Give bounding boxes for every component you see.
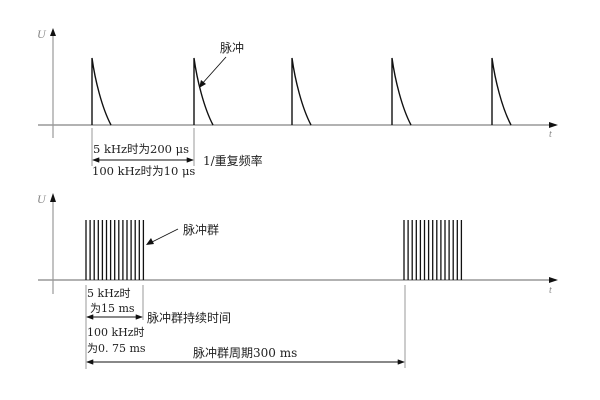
- duration-label-100khz-line1: 100 kHz时: [87, 326, 145, 339]
- duration-label-5khz-line2: 为15 ms: [90, 302, 135, 315]
- interval-name-label: 1/重复频率: [203, 154, 263, 168]
- bottom-diagram: [38, 193, 558, 369]
- top-x-axis-label: t: [549, 129, 552, 140]
- pulse-train: [91, 57, 512, 126]
- duration-name-label: 脉冲群持续时间: [147, 311, 232, 325]
- pulse-label: 脉冲: [220, 41, 245, 55]
- interval-label-5khz: 5 kHz时为200 μs: [93, 142, 190, 156]
- burst: [403, 220, 463, 280]
- pulse-leader-arrow-icon: [199, 80, 206, 88]
- burst-leader-line: [151, 228, 179, 243]
- top-diagram: [38, 28, 558, 166]
- duration-label-5khz-line1: 5 kHz时: [87, 287, 131, 300]
- bottom-x-axis-arrow-icon: [549, 277, 558, 283]
- burst-label: 脉冲群: [183, 223, 220, 237]
- top-y-axis-arrow-icon: [50, 28, 56, 36]
- top-x-axis-arrow-icon: [549, 122, 558, 128]
- pulse: [91, 57, 112, 126]
- bottom-x-axis-label: t: [549, 285, 552, 296]
- bottom-y-axis-arrow-icon: [50, 193, 56, 202]
- pulse-leader-line: [200, 56, 227, 86]
- interval-label-100khz: 100 kHz时为10 μs: [92, 164, 196, 178]
- pulse: [193, 57, 214, 126]
- bottom-y-axis-label: U: [37, 192, 46, 206]
- pulse: [391, 57, 412, 126]
- burst: [85, 220, 145, 280]
- burst-train: [85, 220, 463, 280]
- top-y-axis-label: U: [37, 27, 46, 41]
- burst-leader-arrow-icon: [146, 238, 154, 245]
- pulse: [491, 57, 512, 126]
- pulse: [291, 57, 312, 126]
- duration-label-100khz-line2: 为0. 75 ms: [87, 342, 146, 355]
- period-label: 脉冲群周期300 ms: [193, 346, 298, 360]
